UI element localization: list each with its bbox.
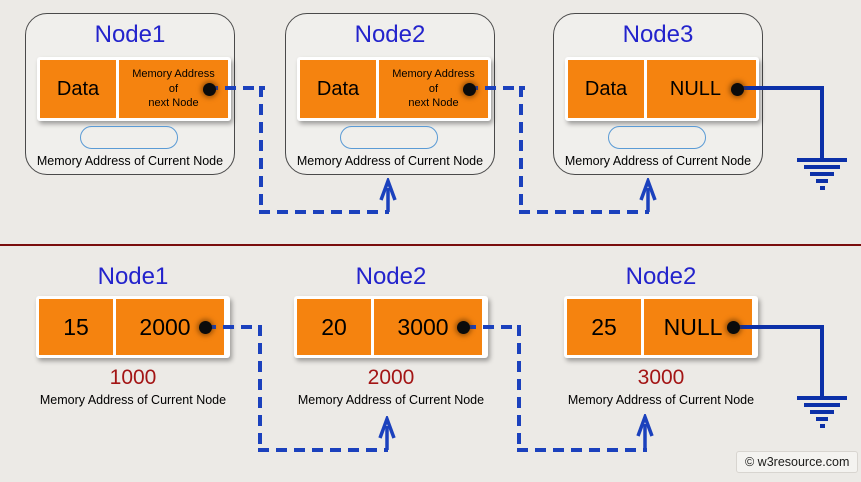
ground-symbol-icon (797, 396, 847, 428)
current-address-pill (608, 126, 706, 149)
current-address-caption: Memory Address of Current Node (564, 154, 752, 168)
data-field-cell: Data (568, 60, 644, 118)
dashed-link-segment (207, 86, 265, 90)
data-value-cell: 20 (297, 299, 371, 355)
data-field-cell: Data (40, 60, 116, 118)
up-arrowhead-icon (379, 178, 397, 212)
next-address-value: 2000 (139, 313, 191, 340)
dashed-link-segment (465, 325, 521, 329)
dashed-link-segment (467, 86, 525, 90)
next-address-label: Memory Address of next Node (392, 67, 475, 110)
node-title: Node3 (622, 21, 694, 48)
solid-link-segment (820, 86, 824, 159)
dashed-link-segment (258, 448, 388, 452)
next-address-cell: Memory Address of next Node (379, 60, 488, 118)
pointer-origin-dot (457, 320, 470, 334)
pointer-origin-dot (463, 82, 476, 96)
current-address-caption: Memory Address of Current Node (567, 393, 755, 407)
current-address-value: 3000 (637, 366, 685, 389)
node-cells: 15 2000 (36, 296, 230, 358)
pointer-origin-dot (727, 320, 740, 334)
pointer-origin-dot (203, 82, 216, 96)
top-node-card-2: Node2 Data Memory Address of next Node M… (285, 13, 495, 175)
dashed-link-segment (519, 210, 649, 214)
current-address-pill (80, 126, 178, 149)
node-title: Node1 (97, 263, 169, 290)
node-title: Node2 (355, 263, 427, 290)
node-cells: Data NULL (565, 57, 759, 121)
ground-symbol-icon (797, 158, 847, 190)
null-pointer-cell: NULL (644, 299, 752, 355)
current-address-caption: Memory Address of Current Node (39, 393, 227, 407)
current-address-pill (340, 126, 438, 149)
pointer-origin-dot (731, 82, 744, 96)
data-value-cell: 15 (39, 299, 113, 355)
current-address-value: 1000 (109, 366, 157, 389)
node-title: Node2 (625, 263, 697, 290)
current-address-value: 2000 (367, 366, 415, 389)
dashed-link-segment (259, 86, 263, 212)
section-divider (0, 244, 861, 246)
next-address-cell: Memory Address of next Node (119, 60, 228, 118)
data-value-cell: 25 (567, 299, 641, 355)
null-label: NULL (669, 77, 722, 100)
dashed-link-segment (258, 325, 262, 452)
bottom-node-group-1: Node1 15 2000 1000 Memory Address of Cur… (36, 263, 230, 407)
dashed-link-segment (259, 210, 389, 214)
pointer-origin-dot (199, 320, 212, 334)
dashed-link-segment (519, 86, 523, 212)
up-arrowhead-icon (378, 416, 396, 450)
next-address-label: Memory Address of next Node (132, 67, 215, 110)
dashed-link-segment (205, 325, 262, 329)
null-pointer-cell: NULL (647, 60, 756, 118)
up-arrowhead-icon (639, 178, 657, 212)
node-title: Node1 (94, 21, 166, 48)
next-address-cell: 3000 (374, 299, 482, 355)
node-cells: Data Memory Address of next Node (297, 57, 491, 121)
node-cells: Data Memory Address of next Node (37, 57, 231, 121)
next-address-cell: 2000 (116, 299, 224, 355)
current-address-caption: Memory Address of Current Node (36, 154, 224, 168)
bottom-node-group-2: Node2 20 3000 2000 Memory Address of Cur… (294, 263, 488, 407)
top-node-card-3: Node3 Data NULL Memory Address of Curren… (553, 13, 763, 175)
dashed-link-segment (517, 448, 647, 452)
solid-link-segment (820, 325, 824, 398)
current-address-caption: Memory Address of Current Node (297, 393, 485, 407)
top-node-card-1: Node1 Data Memory Address of next Node M… (25, 13, 235, 175)
bottom-node-group-3: Node2 25 NULL 3000 Memory Address of Cur… (564, 263, 758, 407)
solid-link-segment (737, 86, 824, 90)
dashed-link-segment (517, 325, 521, 452)
null-label: NULL (663, 313, 723, 340)
solid-link-segment (733, 325, 824, 329)
up-arrowhead-icon (636, 414, 654, 448)
current-address-caption: Memory Address of Current Node (296, 154, 484, 168)
watermark: © w3resource.com (736, 451, 859, 473)
data-field-cell: Data (300, 60, 376, 118)
node-cells: 25 NULL (564, 296, 758, 358)
next-address-value: 3000 (397, 313, 449, 340)
node-title: Node2 (354, 21, 426, 48)
node-cells: 20 3000 (294, 296, 488, 358)
